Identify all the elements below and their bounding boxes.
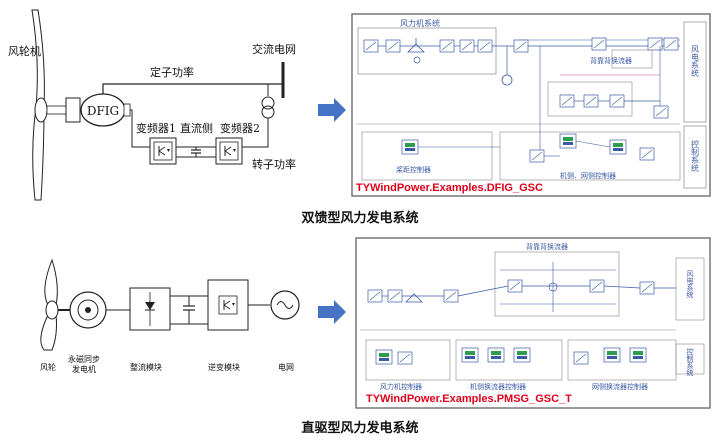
dfig-model: 风力机系统 风电系统 控制系统 背靠背换流器: [351, 13, 711, 197]
transformer-icon: [261, 96, 275, 110]
turbine-label-2: 风轮: [40, 362, 56, 372]
gearbox: [65, 97, 81, 123]
dfig-caption: 双馈型风力发电系统: [301, 210, 418, 226]
grid-label: 交流电网: [252, 42, 296, 56]
pitch-ctrl-label: 桨距控制器: [396, 165, 431, 174]
converter2-label: 变频器2: [220, 121, 260, 135]
grid-system-label-2: 风电系统: [686, 270, 694, 299]
generator-label: DFIG: [87, 104, 119, 118]
model-frame-2: [355, 237, 711, 409]
turbine-icon: [31, 9, 48, 201]
back-to-back-label: 背靠背换流器: [590, 56, 632, 65]
pmsg-model: 背靠背换流器 风电系统 风力机控制器 机侧换流器控制器: [355, 237, 711, 409]
arrow-icon: [318, 98, 346, 122]
converter1-label: 变频器1: [136, 121, 176, 135]
rectifier-label: 整流模块: [130, 362, 162, 372]
machine-grid-ctrl-label: 机侧、网侧控制器: [560, 171, 616, 180]
pmsg-caption: 直驱型风力发电系统: [301, 420, 418, 436]
arrow-icon-2: [318, 300, 346, 324]
grid-ctrl-label: 网侧换流器控制器: [592, 382, 648, 391]
stator-power-label: 定子功率: [150, 65, 194, 79]
grid-system-label: 风电系统: [691, 45, 700, 78]
control-system-label: 控制系统: [691, 139, 700, 173]
rotor-icon: [40, 258, 59, 351]
inverter-label: 逆变模块: [208, 362, 240, 372]
grid-label-2: 电网: [278, 362, 294, 372]
dfig-schematic: 风轮机 DFIG 定子功率 交流电网 变频器1 直流侧 变频: [8, 9, 296, 201]
dfig-example-text: TYWindPower.Examples.DFIG_GSC: [356, 182, 543, 194]
dc-side-label: 直流侧: [180, 121, 213, 135]
pmsg-label: 永磁同步发电机: [68, 354, 100, 374]
control-system-label-2: 控制系统: [686, 347, 694, 377]
back-to-back-label-2: 背靠背换流器: [526, 242, 568, 251]
wind-ctrl-label: 风力机控制器: [380, 382, 422, 391]
wind-system-label: 风力机系统: [400, 18, 440, 28]
pmsg-schematic: 风轮 永磁同步发电机 整流模块 逆变模块 电网: [40, 258, 300, 374]
pmsg-example-text: TYWindPower.Examples.PMSG_GSC_T: [366, 393, 572, 405]
turbine-label: 风轮机: [8, 44, 41, 58]
rotor-power-label: 转子功率: [252, 157, 296, 171]
machine-ctrl-label: 机侧换流器控制器: [470, 382, 526, 391]
